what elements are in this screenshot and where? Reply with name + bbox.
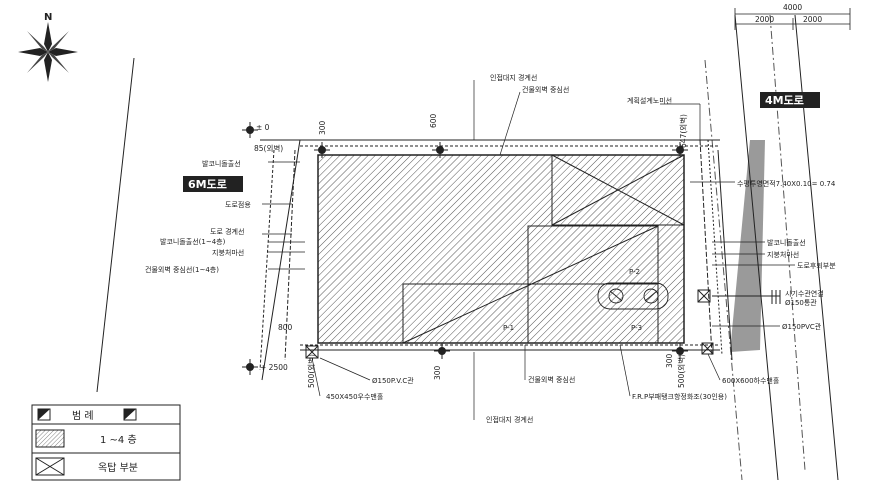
dim-300-bottom: 300 — [433, 365, 442, 380]
level-top-left: ± 0 — [256, 123, 270, 132]
label-pvc-bottom: Ø150P.V.C관 — [372, 376, 414, 385]
label-road-boundary: 도로 경계선 — [210, 227, 244, 236]
label-rain-pit: 450X450우수맨홀 — [326, 392, 384, 401]
parking-p2: P-2 — [629, 268, 640, 276]
north-label: N — [44, 12, 52, 23]
rooftop-portion — [402, 154, 685, 344]
label-road-width: 도로점용 — [225, 201, 251, 209]
label-wall-center-1-4: 건물외벽 중심선(1~4층) — [145, 265, 219, 274]
label-sewer-size: Ø150통관 — [785, 298, 817, 307]
label-balcony-line: 발코니돌출선 — [202, 159, 241, 168]
label-septic-tank: F.R.P부패탱크항정화조(30인용) — [632, 392, 727, 401]
leader-lines — [262, 80, 795, 420]
building-footprint — [317, 154, 685, 344]
left-road-label: 6M도로 — [188, 178, 227, 191]
dim-800: 800 — [278, 323, 293, 332]
label-balcony-right: 발코니돌출선 — [767, 238, 806, 247]
label-wall-center-bottom: 건물외벽 중심선 — [528, 375, 575, 384]
dim-300-bottom-right: 300 — [665, 353, 674, 368]
dim-600-top: 600 — [429, 113, 438, 128]
label-ground-line: 지붕처마선 — [767, 250, 799, 259]
site-boundary — [260, 139, 723, 356]
level-bottom-left: + 2500 — [260, 363, 288, 372]
dim-500-right: 500(외벽) — [676, 354, 686, 388]
left-road-lines — [96, 57, 301, 393]
dim-647: 647(외벽) — [678, 114, 688, 148]
dim-300-top: 300 — [318, 120, 327, 135]
label-neighbor-bottom: 인접대지 경계선 — [486, 415, 533, 424]
label-roof-eave: 지붕처마선 — [212, 248, 244, 257]
top-dimension-set — [734, 8, 851, 30]
label-pvc-right: Ø150PVC관 — [782, 322, 822, 331]
legend-swatch-rooftop — [35, 457, 65, 476]
label-road-retreat: 도로후퇴부분 — [797, 261, 836, 270]
label-balcony-1-4: 발코니돌출선(1~4층) — [160, 237, 226, 246]
legend-title: 범 례 — [72, 410, 94, 422]
right-road — [704, 14, 839, 481]
sewer-connection-mark — [712, 290, 781, 304]
right-road-label: 4M도로 — [765, 94, 804, 107]
parking-area — [597, 282, 669, 310]
legend-rooftop: 옥탑 부분 — [98, 462, 138, 474]
north-arrow-compass-icon: N — [18, 12, 78, 82]
parking-p1: P-1 — [503, 324, 514, 332]
dim-500-left: 500(외벽) — [306, 354, 316, 388]
legend: 범 례 1 ~4 층 옥탑 부분 — [31, 404, 181, 481]
label-permeable-area: 수평투영면적7.40X0.10= 0.74 — [737, 179, 836, 188]
legend-floors-1-4: 1 ~4 층 — [100, 434, 137, 446]
label-design-slope: 계획설계노미선 — [627, 96, 672, 105]
manholes — [305, 289, 714, 359]
legend-swatch-floors — [35, 429, 65, 448]
right-road-label-bg — [760, 92, 820, 108]
label-sewer-connect: 시기수관연결 — [785, 289, 824, 298]
left-road-label-bg — [183, 176, 243, 192]
survey-points — [242, 122, 688, 375]
dim-left-2000: 2000 — [755, 15, 774, 24]
dim-total-4000: 4000 — [783, 3, 802, 12]
parking-p3: P-3 — [631, 324, 642, 332]
label-manhole-600: 600X600하수맨홀 — [722, 376, 780, 385]
dim-85: 85(외벽) — [254, 143, 283, 153]
label-neighbor-top: 인접대지 경계선 — [490, 73, 537, 82]
dim-right-2000: 2000 — [803, 15, 822, 24]
label-wall-center-top: 건물외벽 중심선 — [522, 85, 569, 94]
